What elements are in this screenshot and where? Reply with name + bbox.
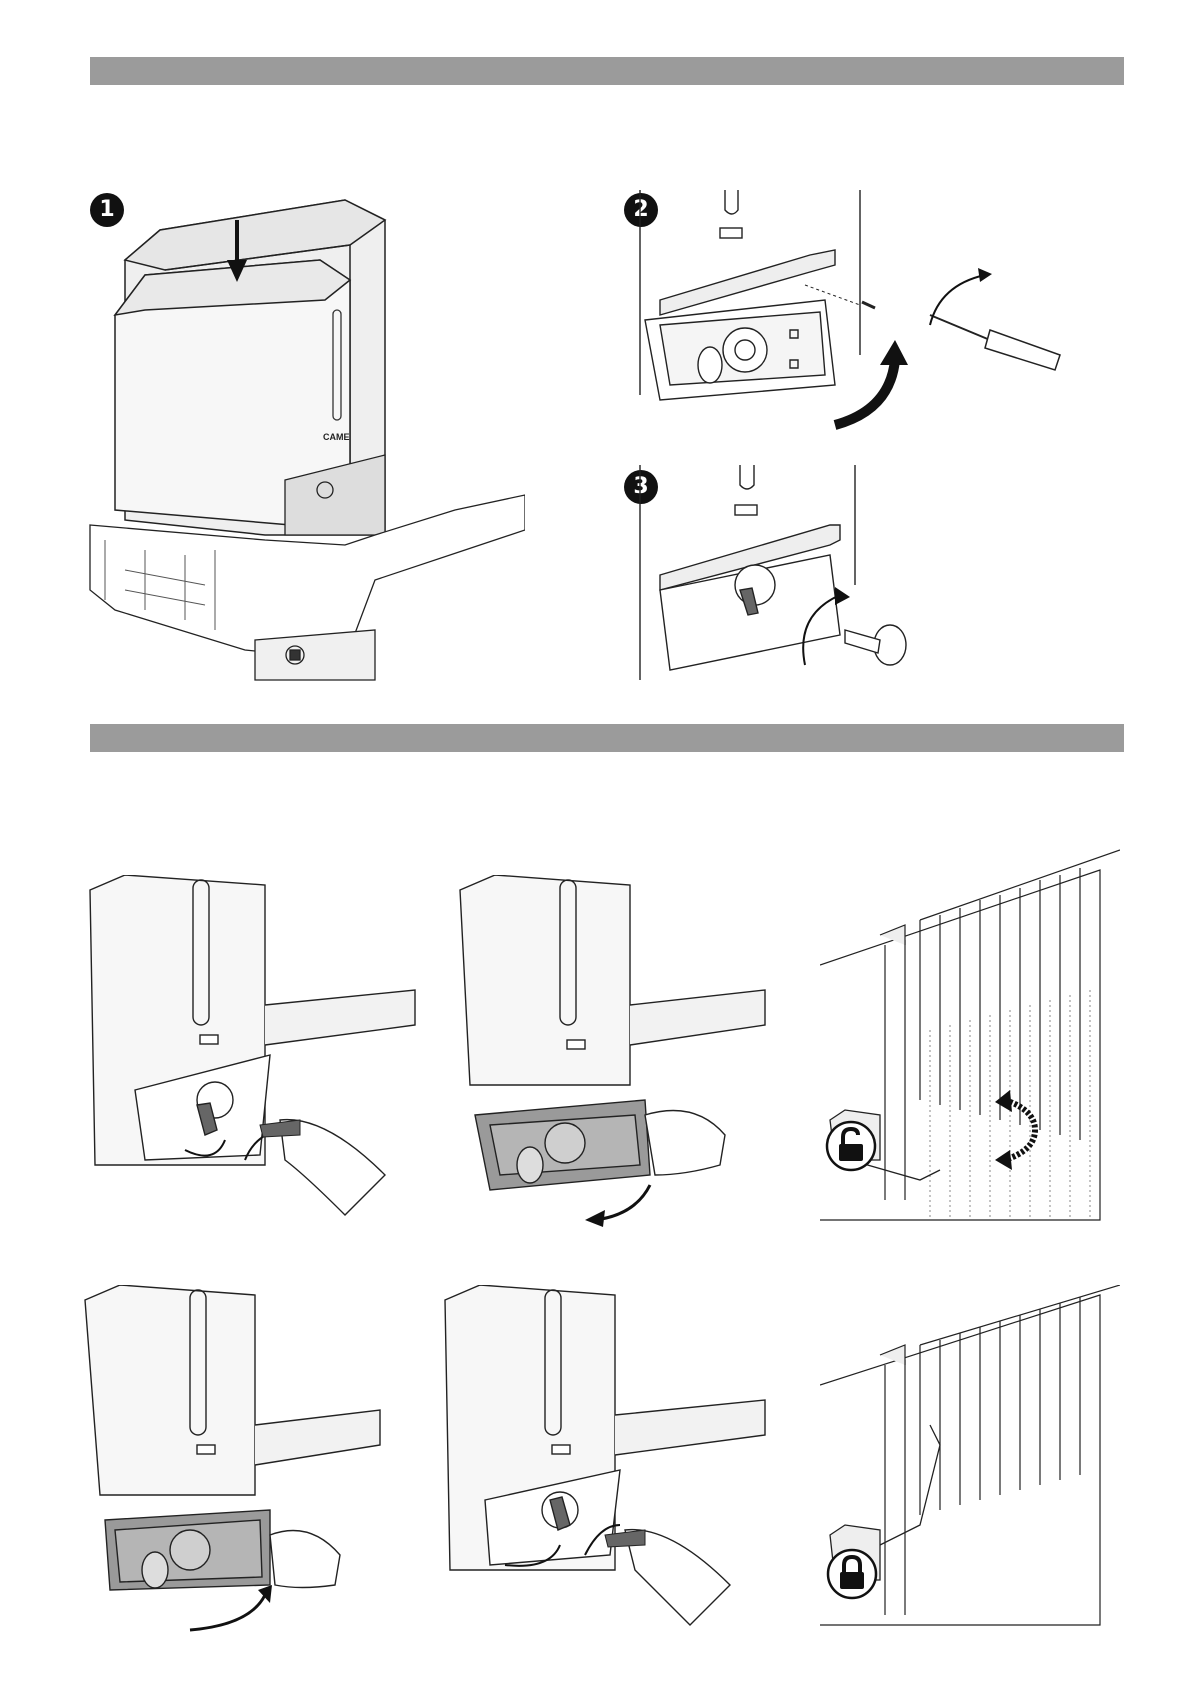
gate-unlocked-illustration xyxy=(820,820,1120,1235)
turn-key-illustration xyxy=(85,875,425,1230)
operator-cover-illustration: CAME xyxy=(85,190,525,685)
remove-screw-illustration xyxy=(630,190,1120,440)
section-header-bar-1 xyxy=(90,57,1124,85)
open-lid-illustration xyxy=(455,875,770,1230)
section-header-bar-2 xyxy=(90,724,1124,752)
insert-key-illustration xyxy=(630,465,940,690)
turn-key-back-illustration xyxy=(440,1285,770,1635)
padlock-open-icon xyxy=(825,1120,877,1172)
padlock-closed-icon xyxy=(826,1548,878,1600)
brand-label-1: CAME xyxy=(323,432,350,442)
close-lid-illustration xyxy=(80,1285,420,1635)
